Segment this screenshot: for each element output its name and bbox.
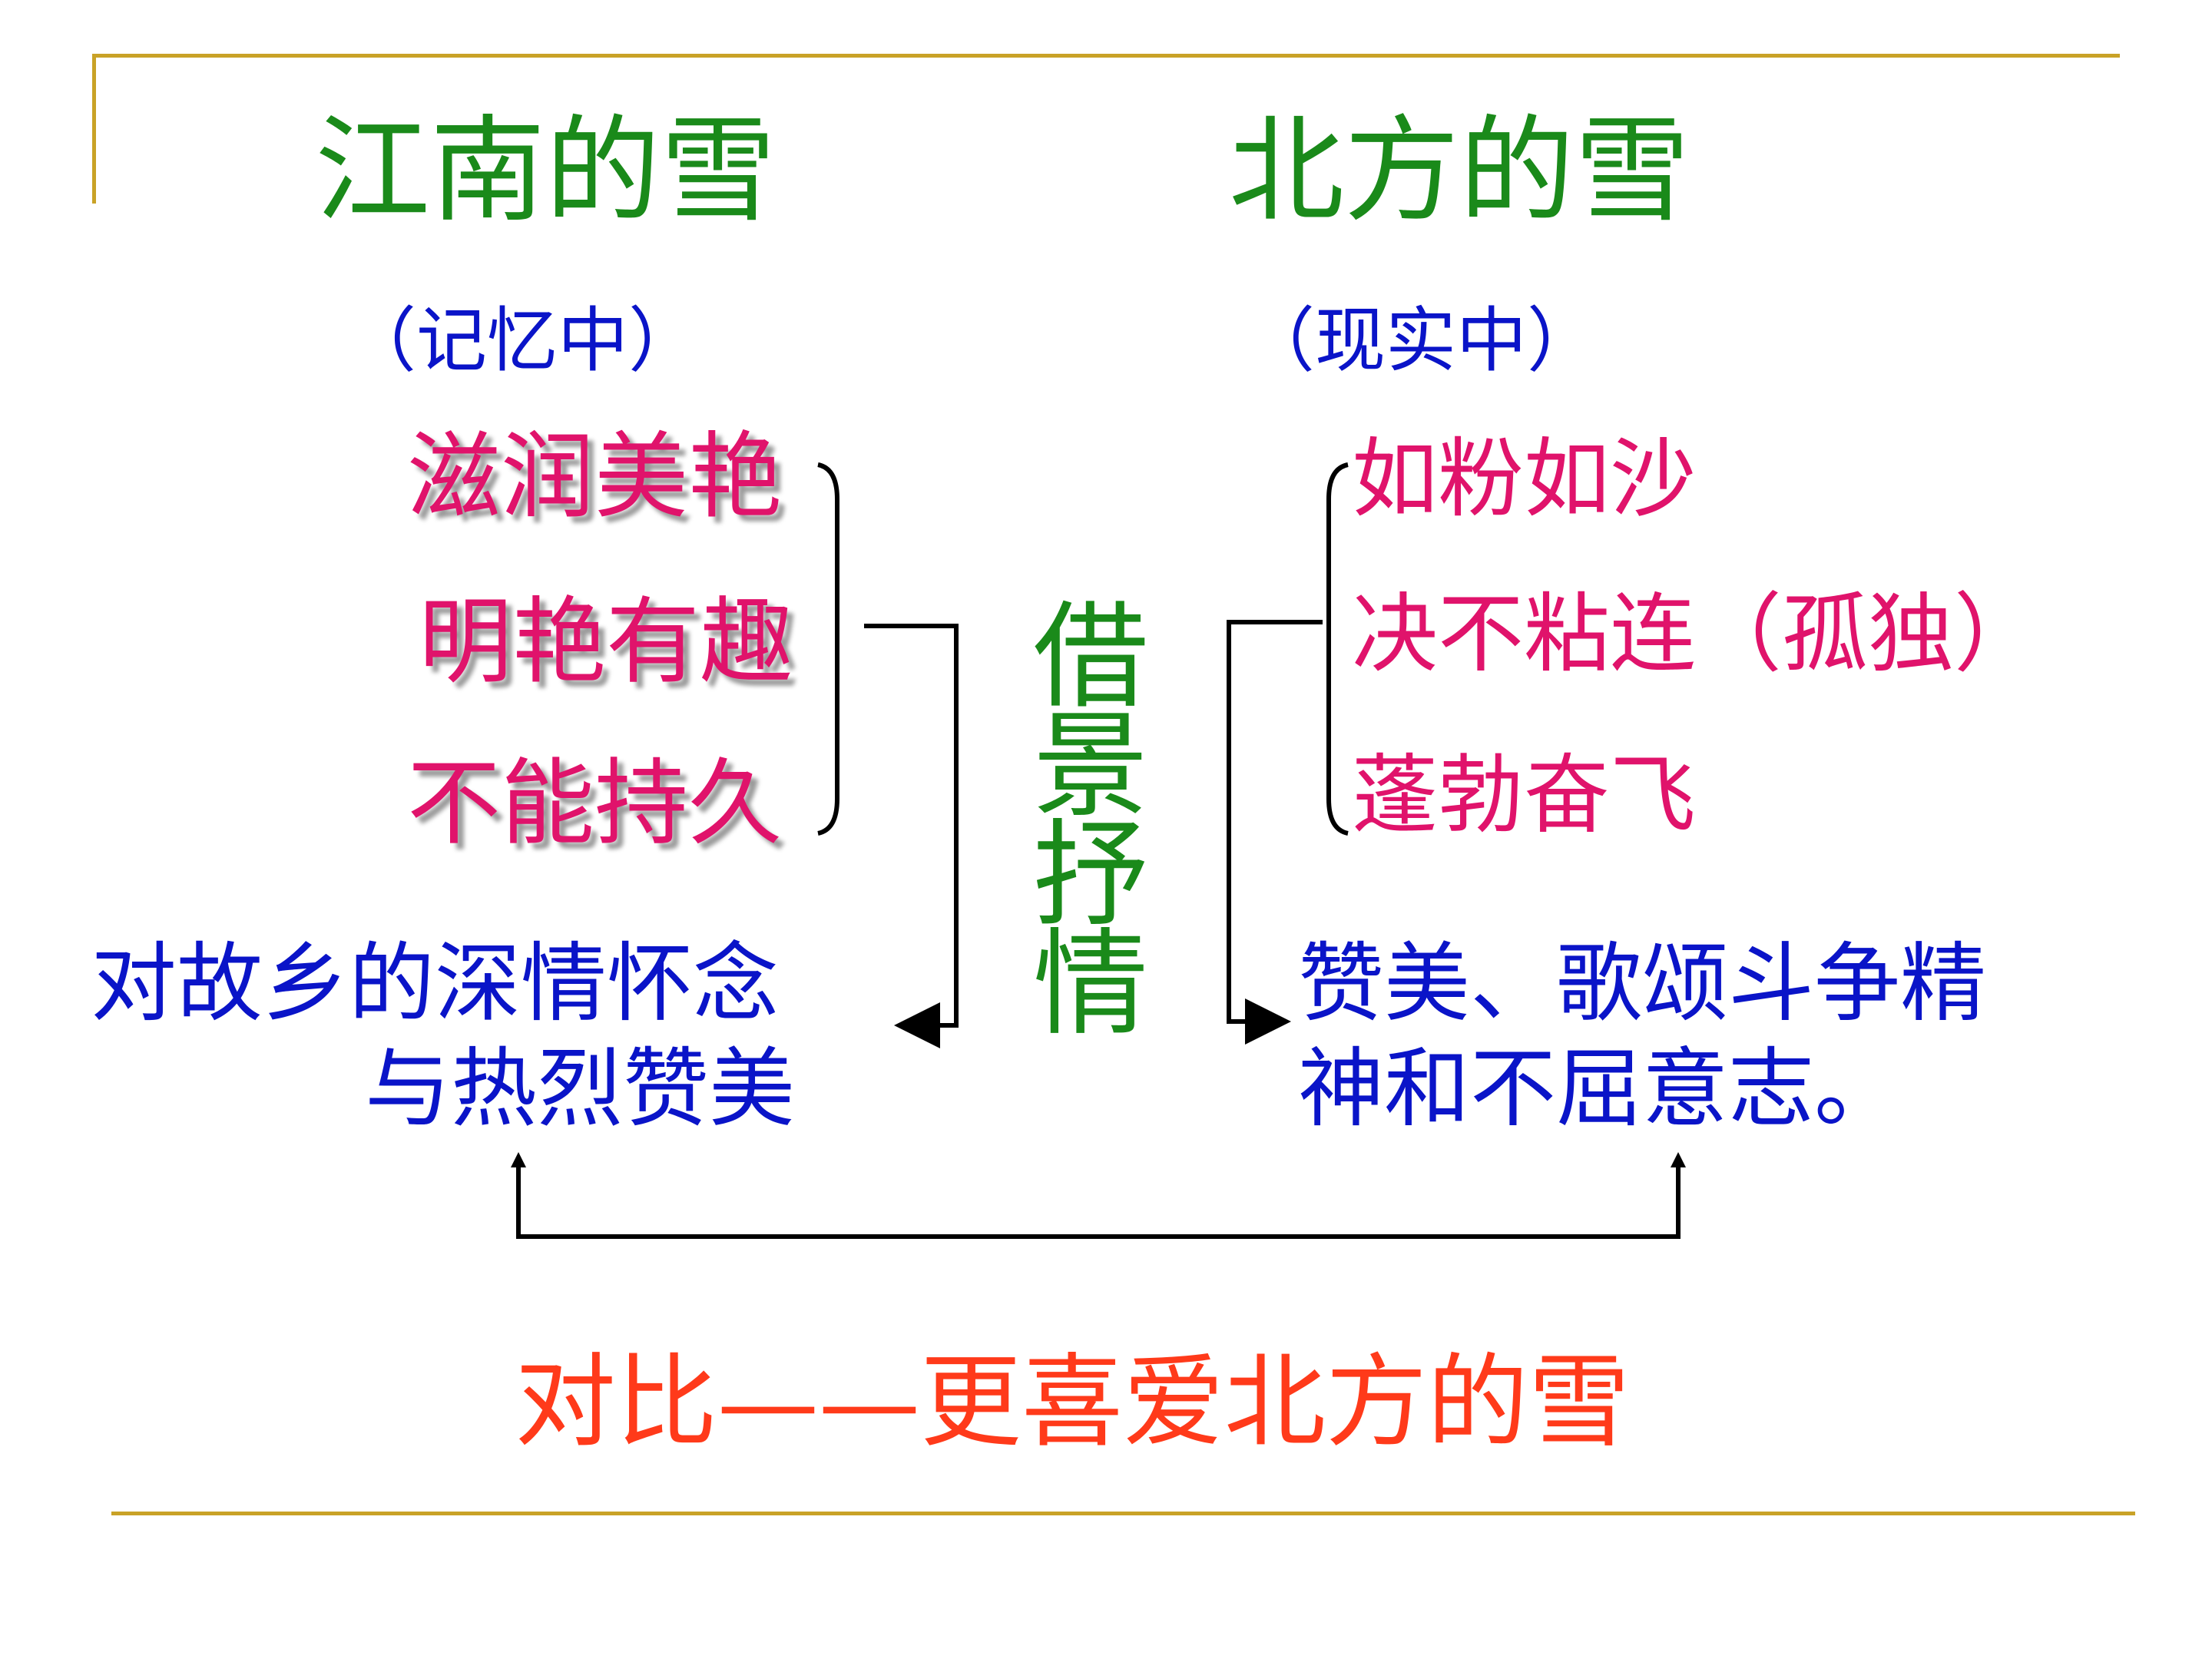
left-connector: [864, 624, 959, 1048]
right-trait-2: 决不粘连（孤独）: [1352, 584, 2040, 684]
right-feeling-line2: 神和不屈意志。: [1298, 1039, 1900, 1139]
center-char-4: 情: [1033, 918, 1149, 1051]
right-title: 北方的雪: [1229, 104, 1690, 238]
left-trait-2: 明艳有趣: [419, 588, 793, 697]
left-rule: [92, 54, 96, 204]
center-char-1: 借: [1033, 591, 1149, 724]
left-title: 江南的雪: [315, 104, 777, 238]
left-feeling-line1: 对故乡的深情怀念: [91, 934, 779, 1034]
top-rule: [92, 54, 2120, 58]
right-bracket: [1326, 462, 1349, 836]
compare-connector: [516, 1167, 1681, 1239]
conclusion: 对比——更喜爱北方的雪: [515, 1343, 1630, 1462]
right-feeling-line1: 赞美、歌颂斗争精: [1298, 934, 1986, 1034]
left-subtitle: （记忆中）: [346, 300, 700, 382]
center-char-2: 景: [1033, 700, 1149, 833]
right-subtitle: （现实中）: [1244, 300, 1598, 382]
right-connector: [1227, 620, 1323, 1045]
compare-arrow-left: [511, 1152, 526, 1167]
left-bracket: [817, 462, 839, 836]
left-trait-1: 滋润美艳: [407, 422, 782, 531]
left-trait-3: 不能持久: [407, 749, 782, 858]
bottom-rule: [111, 1512, 2135, 1515]
right-trait-1: 如粉如沙: [1352, 429, 1696, 529]
center-label: 借 景 抒 情: [1033, 591, 1149, 1051]
left-feeling-line2: 与热烈赞美: [365, 1039, 795, 1139]
right-trait-3: 蓬勃奋飞: [1352, 746, 1696, 846]
center-char-3: 抒: [1033, 809, 1149, 942]
compare-arrow-right: [1671, 1152, 1686, 1167]
